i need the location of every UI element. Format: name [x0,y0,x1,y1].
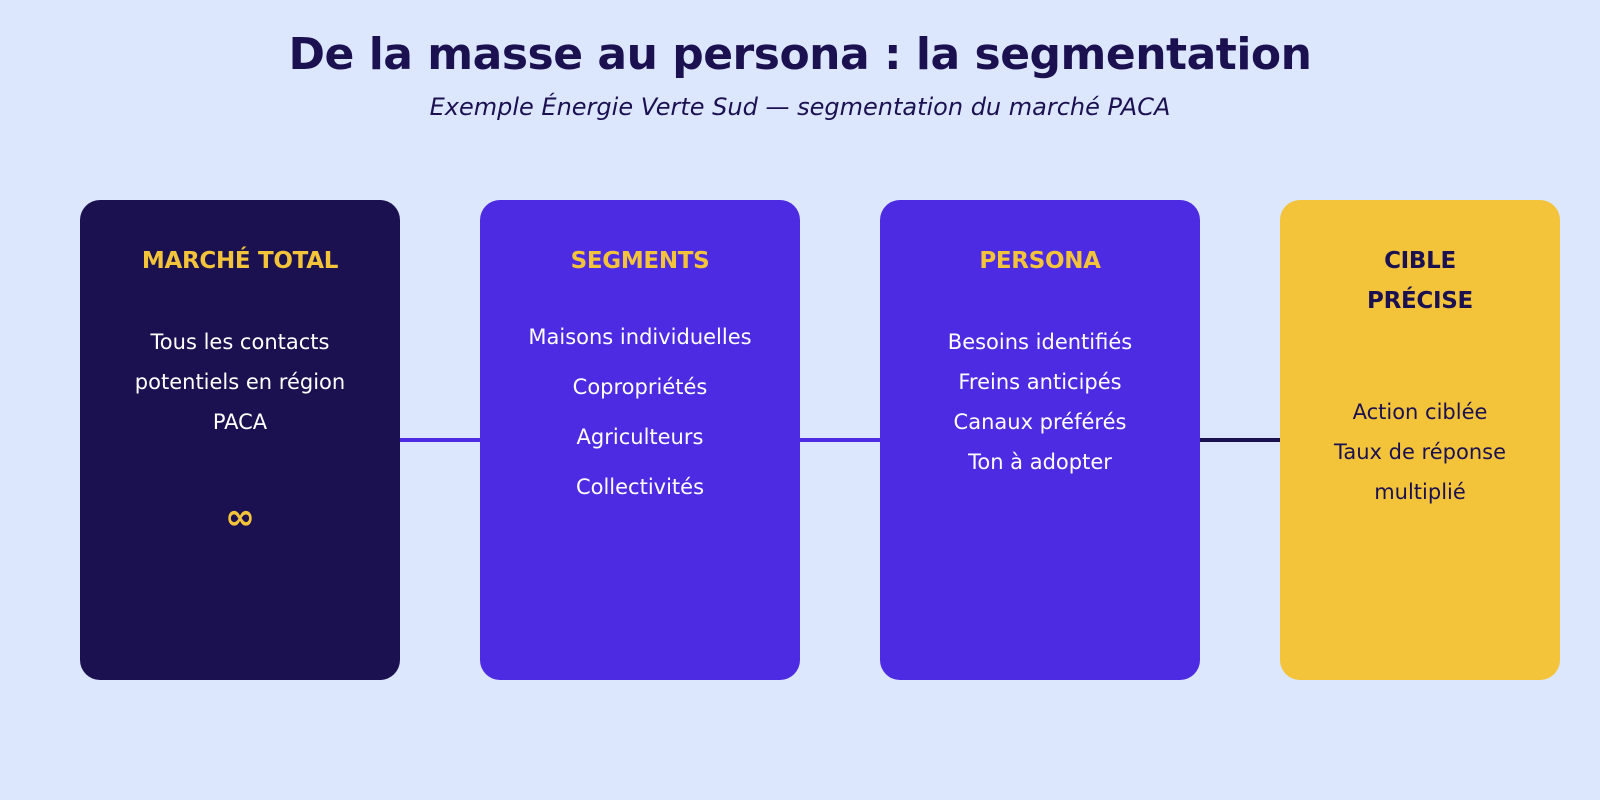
page-subtitle: Exemple Énergie Verte Sud — segmentation… [429,93,1171,121]
card-line: Besoins identifiés [947,330,1133,354]
page-title: De la masse au persona : la segmentation [288,29,1312,80]
card-line: Canaux préférés [953,410,1127,434]
card-title-line: PRÉCISE [1367,288,1473,314]
card-line: multiplié [1374,480,1466,504]
card-title: CIBLE PRÉCISE [1280,241,1560,321]
card-line: Agriculteurs [576,425,704,449]
card-title: MARCHÉ TOTAL [141,248,339,274]
card-line: Maisons individuelles [528,325,752,349]
card-title: PERSONA [979,248,1101,274]
card-marche-total: MARCHÉ TOTAL Tous les contacts potentiel… [80,200,400,680]
card-line: Copropriétés [572,375,708,399]
card-title: SEGMENTS [570,248,710,274]
connector-persona-to-cible [1198,438,1282,442]
card-line: Collectivités [575,475,705,499]
card-line: Freins anticipés [958,370,1122,394]
card-title-line: CIBLE [1384,248,1456,274]
card-line: Taux de réponse [1334,440,1506,464]
card-cible-precise: CIBLE PRÉCISE Action ciblée Taux de répo… [1280,200,1560,680]
card-persona: PERSONA Besoins identifiés Freins antici… [880,200,1200,680]
card-line: Tous les contacts [150,330,330,354]
card-line: Ton à adopter [968,450,1112,474]
infinity-icon: ∞ [225,497,255,538]
card-line: Action ciblée [1352,400,1488,424]
card-line: PACA [212,410,268,434]
card-segments: SEGMENTS Maisons individuelles Coproprié… [480,200,800,680]
card-line: potentiels en région [134,370,346,394]
connector-total-to-segments [398,438,482,442]
connector-segments-to-persona [798,438,882,442]
